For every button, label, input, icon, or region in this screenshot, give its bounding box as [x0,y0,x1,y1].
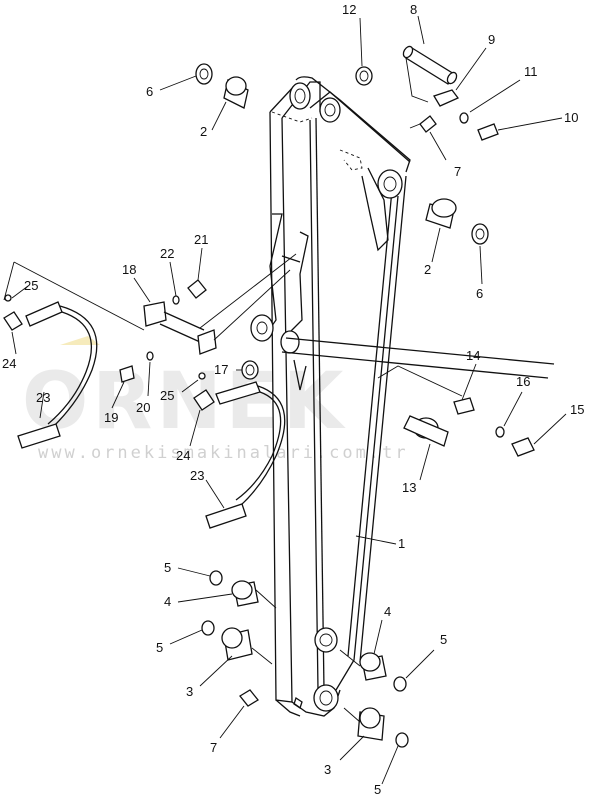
watermark-logo-mark [60,336,100,345]
callout-2-right: 2 [424,262,431,277]
callout-4-right: 4 [384,604,391,619]
callout-11: 11 [524,64,538,79]
callout-17: 17 [214,362,228,377]
watermark-brand: ORNEK [22,357,347,447]
washer-16 [495,426,505,438]
leader-lines [11,15,567,785]
seal-5-d [395,732,409,748]
oring-22 [172,295,180,305]
bushing-2-top [223,76,249,109]
plate-14 [453,397,475,415]
callout-6-right: 6 [476,286,483,301]
callout-22: 22 [160,246,174,261]
callout-9: 9 [488,32,495,47]
callout-16: 16 [516,374,530,389]
oring-25-left [4,294,12,302]
hose-23-right [205,381,286,529]
callout-24-right: 24 [176,448,190,463]
callout-13: 13 [402,480,416,495]
grease-fitting-7-top [419,115,437,133]
callout-7-top: 7 [454,164,461,179]
seal-6-top [195,63,213,85]
washer-20 [146,351,154,361]
callout-6-top: 6 [146,84,153,99]
callout-19: 19 [104,410,118,425]
callout-25-left: 25 [24,278,38,293]
callout-5-b: 5 [156,640,163,655]
callout-15: 15 [570,402,584,417]
bushing-4-left [231,580,259,607]
callout-5-a: 5 [164,560,171,575]
callout-24-left: 24 [2,356,16,371]
callout-3-left: 3 [186,684,193,699]
callout-21: 21 [194,232,208,247]
callout-20: 20 [136,400,150,415]
bushing-2-right [425,198,457,229]
callout-12: 12 [342,2,356,17]
pin-8 [402,45,458,85]
bolt-10 [477,123,499,141]
callout-10: 10 [564,110,578,125]
seal-5-b [201,620,215,636]
seal-5-c [393,676,407,692]
bushing-4-right [359,652,387,681]
seal-6-right [471,223,489,245]
bushing-3-right [357,707,385,741]
callout-2-top: 2 [200,124,207,139]
block-18 [143,301,217,355]
callout-1: 1 [398,536,405,551]
plate-9 [433,89,460,107]
bushing-3-left [221,627,253,661]
bolt-15 [511,437,535,457]
callout-4-left: 4 [164,594,171,609]
callout-7-bottom: 7 [210,740,217,755]
callout-14: 14 [466,348,480,363]
callout-23-right: 23 [190,468,204,483]
oring-25-right [198,372,206,380]
fitting-21 [187,279,207,299]
ring-17 [241,360,259,380]
callout-23-left: 23 [36,390,50,405]
callout-8: 8 [410,2,417,17]
grease-fitting-7-bottom [239,689,259,707]
callout-25-right: 25 [160,388,174,403]
callout-5-c: 5 [440,632,447,647]
callout-18: 18 [122,262,136,277]
watermark-url: www.ornekismakinalari.com.tr [38,443,409,463]
elbow-24-left [3,311,23,331]
pin-13 [281,337,555,447]
callout-3-right: 3 [324,762,331,777]
callout-5-d: 5 [374,782,381,795]
bolt-19 [119,365,135,383]
elbow-24-right [193,389,215,411]
hose-23-left [17,301,98,449]
seal-5-a [209,570,223,586]
ring-12 [355,66,373,86]
arm-body [250,76,411,717]
washer-11 [459,112,469,124]
